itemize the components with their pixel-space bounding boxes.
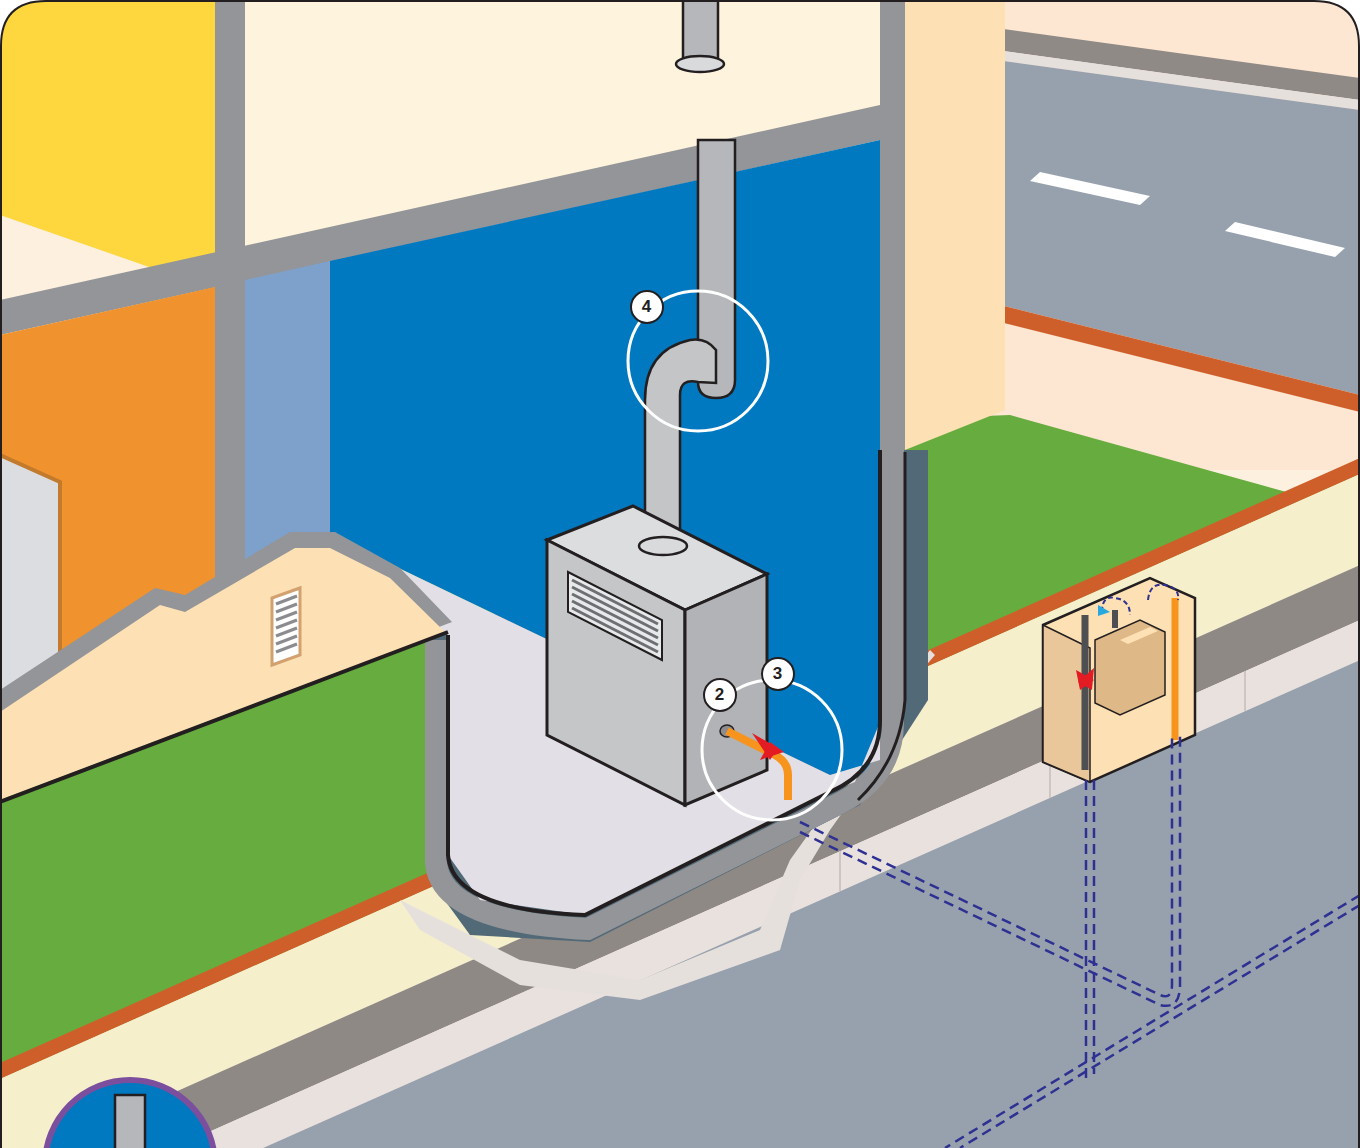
callout-badge: 2 <box>703 678 737 712</box>
callout-number: 4 <box>642 298 651 315</box>
callout-badge: 4 <box>630 290 664 324</box>
furnace <box>547 506 767 805</box>
basement-pit <box>330 450 905 929</box>
callout-number: 2 <box>715 686 724 703</box>
upper-street <box>880 0 1360 470</box>
flue-pipe <box>639 0 735 555</box>
detail-inset <box>45 1080 215 1148</box>
callout-badge: 3 <box>761 657 795 691</box>
callout-rings <box>628 291 842 820</box>
gas-pipe <box>720 725 788 800</box>
callout-number: 3 <box>773 665 782 682</box>
underground-lines <box>800 735 1360 1148</box>
gas-meter <box>1043 578 1195 782</box>
front-wall-cut <box>0 532 452 802</box>
